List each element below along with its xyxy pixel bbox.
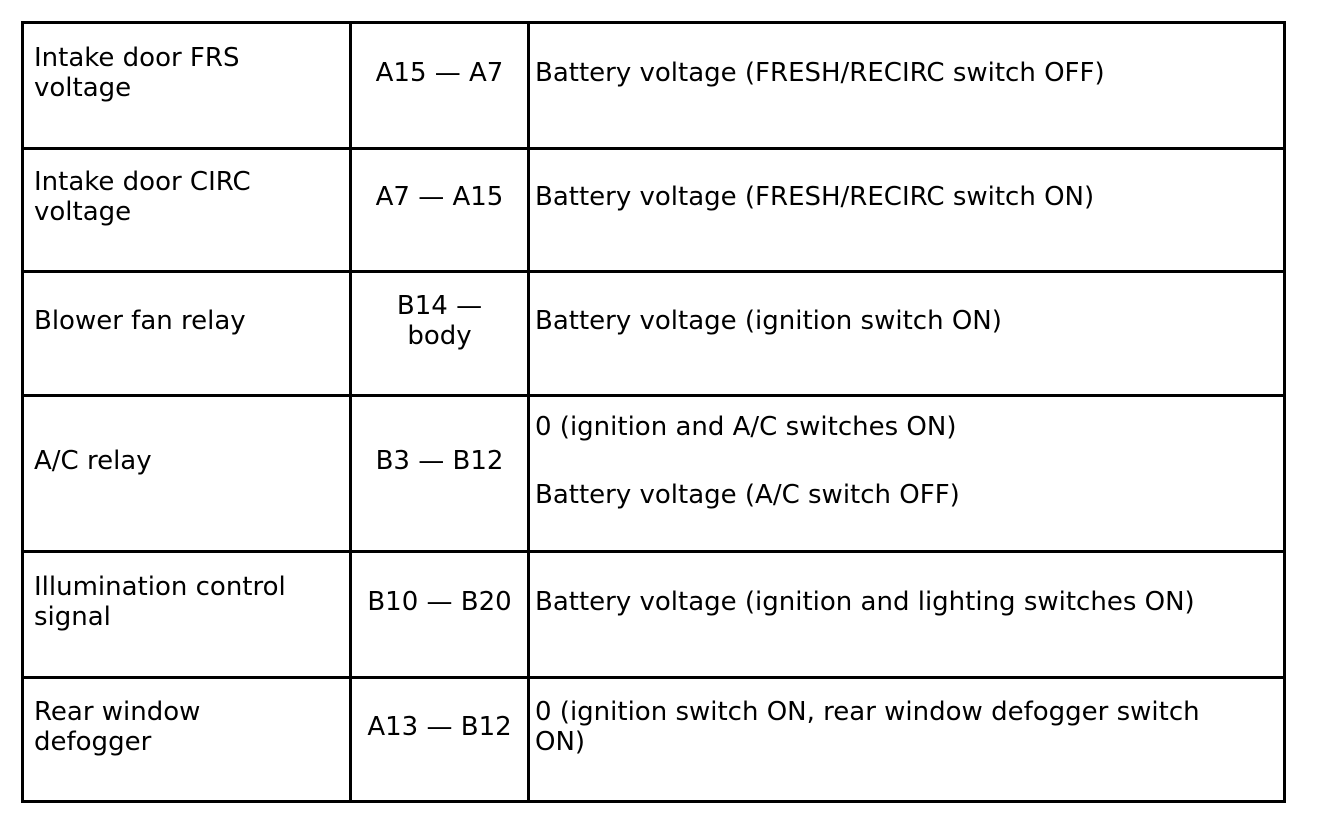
item-label: Illumination control signal [34, 571, 286, 632]
value-text: Battery voltage (FRESH/RECIRC switch OFF… [535, 57, 1105, 88]
terminals-label: A13 — B12 [367, 711, 512, 742]
item-label: Blower fan relay [34, 305, 246, 336]
table-row: Intake door CIRC voltage A7 — A15 Batter… [21, 147, 1286, 273]
item-label: Intake door FRS voltage [34, 42, 240, 103]
terminals-cell: B10 — B20 [349, 550, 530, 679]
terminals-cell: B3 — B12 [349, 394, 530, 553]
table-row: Intake door FRS voltage A15 — A7 Battery… [21, 21, 1286, 150]
value-cell: 0 (ignition and A/C switches ON) Battery… [527, 394, 1286, 553]
value-cell: Battery voltage (FRESH/RECIRC switch ON) [527, 147, 1286, 273]
terminals-cell: A15 — A7 [349, 21, 530, 150]
value-cell: Battery voltage (FRESH/RECIRC switch OFF… [527, 21, 1286, 150]
terminals-label: A7 — A15 [375, 182, 504, 212]
value-text: Battery voltage (FRESH/RECIRC switch ON) [535, 182, 1095, 212]
value-cell: 0 (ignition switch ON, rear window defog… [527, 676, 1286, 803]
terminals-cell: A13 — B12 [349, 676, 530, 803]
voltage-spec-table: Intake door FRS voltage A15 — A7 Battery… [21, 21, 1286, 803]
table-row: Illumination control signal B10 — B20 Ba… [21, 550, 1286, 679]
table-row: Rear window defogger A13 — B12 0 (igniti… [21, 676, 1286, 803]
value-text: 0 (ignition switch ON, rear window defog… [535, 696, 1200, 757]
item-cell: Intake door CIRC voltage [21, 147, 352, 273]
item-cell: Intake door FRS voltage [21, 21, 352, 150]
item-label: Intake door CIRC voltage [34, 167, 251, 227]
terminals-label: B3 — B12 [375, 445, 504, 476]
item-cell: Illumination control signal [21, 550, 352, 679]
terminals-label: B14 — body [396, 290, 483, 351]
value-text: 0 (ignition and A/C switches ON) [535, 411, 957, 442]
value-text: Battery voltage (ignition and lighting s… [535, 586, 1195, 617]
value-text: Battery voltage (A/C switch OFF) [535, 479, 960, 510]
terminals-label: A15 — A7 [375, 57, 504, 88]
terminals-cell: A7 — A15 [349, 147, 530, 273]
value-cell: Battery voltage (ignition and lighting s… [527, 550, 1286, 679]
table-row: Blower fan relay B14 — body Battery volt… [21, 270, 1286, 397]
value-text: Battery voltage (ignition switch ON) [535, 305, 1002, 336]
terminals-cell: B14 — body [349, 270, 530, 397]
item-cell: A/C relay [21, 394, 352, 553]
item-cell: Rear window defogger [21, 676, 352, 803]
item-label: A/C relay [34, 445, 152, 476]
item-label: Rear window defogger [34, 696, 201, 757]
value-cell: Battery voltage (ignition switch ON) [527, 270, 1286, 397]
item-cell: Blower fan relay [21, 270, 352, 397]
table-row: A/C relay B3 — B12 0 (ignition and A/C s… [21, 394, 1286, 553]
terminals-label: B10 — B20 [367, 586, 512, 617]
